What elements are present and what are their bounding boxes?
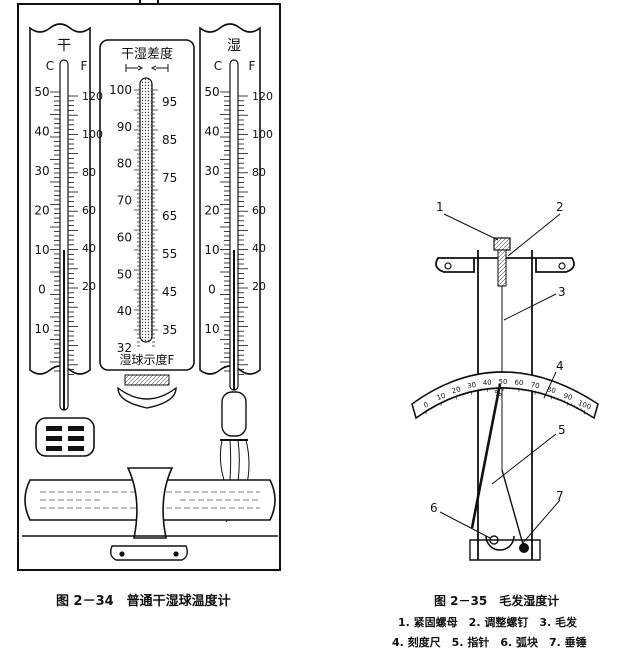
difference-column [139,77,153,343]
center-right-tick-label: 55 [162,247,177,261]
dry-bulb-guard [35,417,95,457]
callout-4: 4 [556,359,564,373]
base-bracket [109,545,189,561]
center-left-tick-label: 40 [117,304,132,318]
base-block [469,539,541,561]
hygrometer-scale-label: 10 [436,392,447,402]
reservoir-pedestal [126,467,174,539]
dry-f-label: F [81,59,88,73]
dry-f-tick-label: 100 [82,128,103,141]
wet-f-tick-label: 120 [252,90,273,103]
wet-c-tick-label: 0 [208,283,216,297]
wet-bulb [221,391,247,437]
adjusting-screw [497,249,507,287]
wet-f-tick-label: 60 [252,204,266,217]
difference-title: 干湿差度 [121,46,173,62]
callout-6: 6 [430,501,438,515]
wet-c-tick-label: 30 [204,164,219,178]
dry-label: 干 [57,38,71,54]
wet-f-tick-label: 20 [252,280,266,293]
center-left-tick-label: 60 [117,230,132,244]
dry-f-tick-label: 60 [82,204,96,217]
hygrometer-scale-label: 20 [451,385,462,395]
callout-7: 7 [556,489,564,503]
center-left-tick-label: 32 [117,341,132,355]
hygrometer-scale-label: 40 [483,379,493,388]
dry-c-tick-label: 50 [34,85,49,99]
top-bracket [435,257,575,273]
scale-unit: % [494,389,502,398]
wet-label: 湿 [227,38,241,54]
callout-5: 5 [558,423,566,437]
wet-f-tick-label: 40 [252,242,266,255]
center-right-tick-label: 45 [162,285,177,299]
center-left-tick-label: 90 [117,120,132,134]
wet-f-tick-label: 80 [252,166,266,179]
parts-legend-line-1: 1. 紧固螺母 2. 调整螺钉 3. 毛发 [398,616,577,629]
center-right-tick-label: 95 [162,95,177,109]
wet-f-tick-label: 100 [252,128,273,141]
hygrometer-scale-label: 30 [467,381,477,390]
center-left-tick-label: 50 [117,267,132,281]
dry-c-label: C [46,59,54,73]
wet-c-tick-label: 50 [204,85,219,99]
right-caption: 图 2－35 毛发湿度计 [434,594,560,608]
dry-c-tick-label: 20 [34,204,49,218]
dry-f-tick-label: 80 [82,166,96,179]
wet-c-label: C [214,59,222,73]
center-left-tick-label: 100 [109,83,132,97]
dry-f-tick-label: 20 [82,280,96,293]
callout-2: 2 [556,200,564,214]
center-right-tick-label: 85 [162,133,177,147]
hygrometer-scale-label: 50 [499,378,508,386]
hygrometer-scale-label: 60 [514,379,524,388]
dry-c-tick-label: 10 [34,322,49,336]
dry-c-tick-label: 10 [34,243,49,257]
dry-c-tick-label: 40 [34,125,49,139]
left-caption: 图 2－34 普通干湿球温度计 [56,594,231,609]
wet-c-tick-label: 10 [204,243,219,257]
center-right-tick-label: 35 [162,323,177,337]
scale-arc [411,371,599,420]
wet-c-tick-label: 40 [204,125,219,139]
center-left-tick-label: 80 [117,157,132,171]
callout-1: 1 [436,200,444,214]
dry-c-tick-label: 0 [38,283,46,297]
center-right-tick-label: 75 [162,171,177,185]
wet-c-tick-label: 20 [204,204,219,218]
parts-legend-line-2: 4. 刻度尺 5. 指针 6. 弧块 7. 垂锤 [392,636,587,649]
hygrometer-scale-label: 90 [562,392,573,402]
center-left-tick-label: 70 [117,194,132,208]
dry-f-tick-label: 40 [82,242,96,255]
hygrometer-scale-label: 70 [530,381,540,390]
hygrometer-scale-label: 0 [423,401,430,410]
hygrometer-scale-label: 80 [546,385,557,395]
callout-3: 3 [558,285,566,299]
center-right-tick-label: 65 [162,209,177,223]
dry-f-tick-label: 120 [82,90,103,103]
wet-f-label: F [249,59,256,73]
center-knob [117,386,177,409]
dry-c-tick-label: 30 [34,164,49,178]
fastening-nut [493,237,511,251]
pointer [470,383,502,529]
wet-bulb-reading-label: 湿球示度F [120,352,175,367]
wet-c-tick-label: 10 [204,322,219,336]
